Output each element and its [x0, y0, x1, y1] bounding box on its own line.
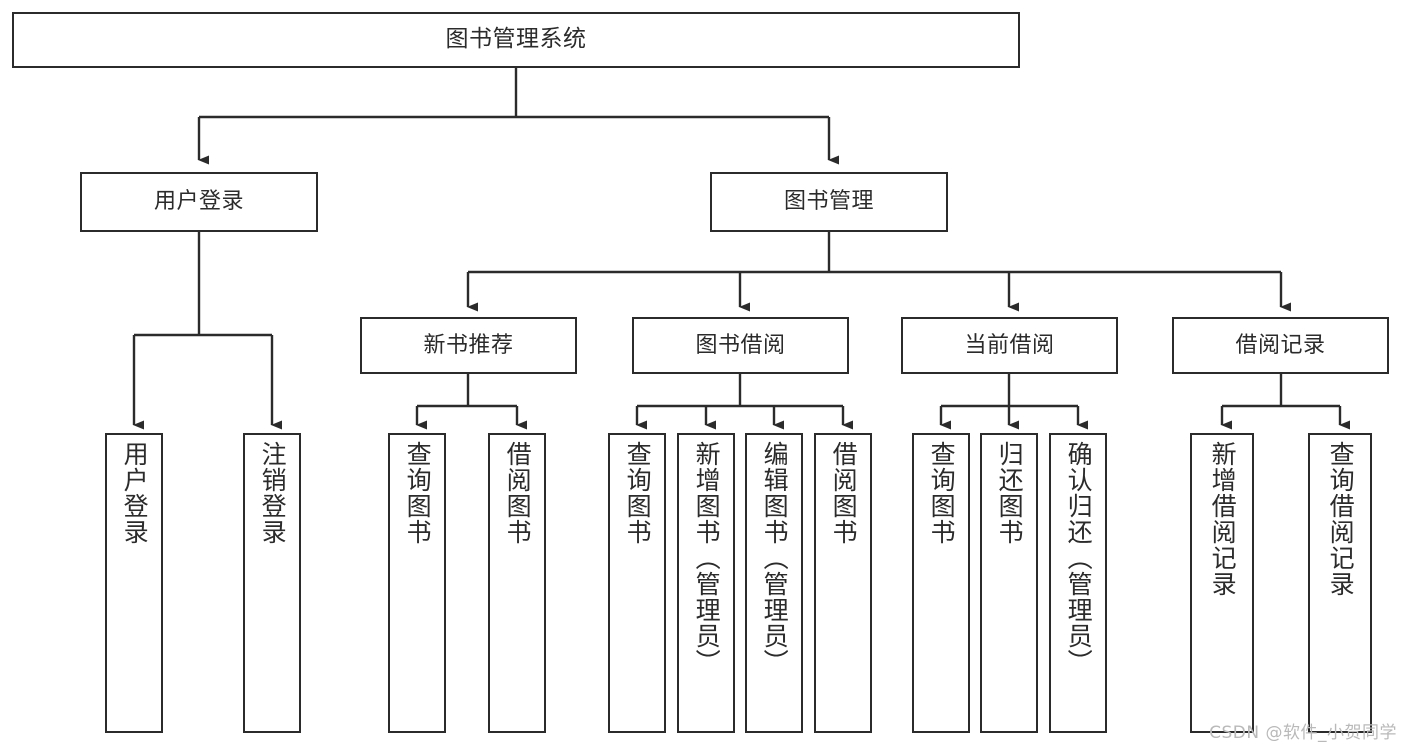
- node-label: 查询图书: [927, 441, 957, 545]
- node-leaf-query-book-2[interactable]: 查询图书: [608, 433, 666, 733]
- node-leaf-query-book-1[interactable]: 查询图书: [388, 433, 446, 733]
- node-leaf-query-book-3[interactable]: 查询图书: [912, 433, 970, 733]
- node-label: 当前借阅: [964, 332, 1055, 358]
- node-label: 图书借阅: [695, 332, 786, 358]
- node-label: 借阅图书: [829, 441, 859, 545]
- node-label: 图书管理: [783, 189, 874, 215]
- node-label: 新增图书（管理员）: [692, 441, 722, 675]
- node-leaf-add-book[interactable]: 新增图书（管理员）: [677, 433, 735, 733]
- csdn-watermark: CSDN @软件_小贺同学: [1209, 723, 1397, 743]
- node-new-book-recommend[interactable]: 新书推荐: [360, 317, 577, 374]
- node-label: 查询借阅记录: [1326, 441, 1356, 597]
- node-label: 查询图书: [403, 441, 433, 545]
- node-label: 查询图书: [623, 441, 653, 545]
- node-leaf-return-book[interactable]: 归还图书: [980, 433, 1038, 733]
- node-leaf-query-record[interactable]: 查询借阅记录: [1308, 433, 1372, 733]
- node-leaf-borrow-book-2[interactable]: 借阅图书: [814, 433, 872, 733]
- node-book-management[interactable]: 图书管理: [710, 172, 948, 232]
- node-label: 注销登录: [258, 441, 288, 545]
- node-user-login[interactable]: 用户登录: [80, 172, 318, 232]
- node-leaf-edit-book[interactable]: 编辑图书（管理员）: [745, 433, 803, 733]
- node-current-borrow[interactable]: 当前借阅: [901, 317, 1118, 374]
- node-label: 新书推荐: [423, 332, 514, 358]
- node-leaf-borrow-book-1[interactable]: 借阅图书: [488, 433, 546, 733]
- node-leaf-user-login[interactable]: 用户登录: [105, 433, 163, 733]
- node-label: 用户登录: [153, 189, 244, 215]
- node-book-management-system[interactable]: 图书管理系统: [12, 12, 1020, 68]
- node-leaf-logout-login[interactable]: 注销登录: [243, 433, 301, 733]
- node-label: 借阅记录: [1235, 332, 1326, 358]
- node-label: 编辑图书（管理员）: [760, 441, 790, 675]
- node-label: 确认归还（管理员）: [1064, 441, 1094, 675]
- node-label: 归还图书: [995, 441, 1025, 545]
- node-borrow-record[interactable]: 借阅记录: [1172, 317, 1389, 374]
- node-book-borrow[interactable]: 图书借阅: [632, 317, 849, 374]
- node-leaf-confirm-return[interactable]: 确认归还（管理员）: [1049, 433, 1107, 733]
- node-label: 图书管理系统: [445, 26, 587, 53]
- node-label: 借阅图书: [503, 441, 533, 545]
- node-label: 新增借阅记录: [1208, 441, 1238, 597]
- node-leaf-add-record[interactable]: 新增借阅记录: [1190, 433, 1254, 733]
- node-label: 用户登录: [120, 441, 150, 545]
